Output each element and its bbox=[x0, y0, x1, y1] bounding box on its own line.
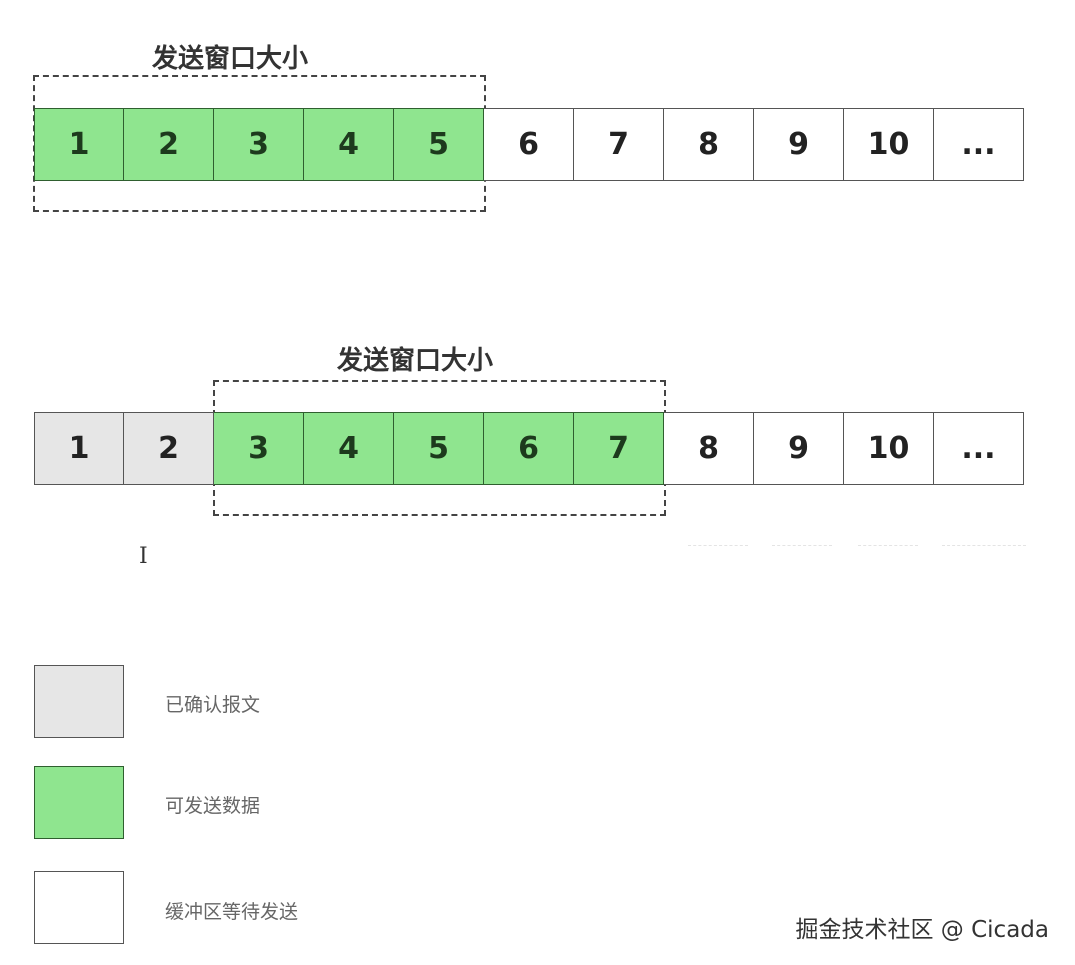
legend-label-acked: 已确认报文 bbox=[165, 694, 261, 716]
faint-dash bbox=[942, 545, 1026, 546]
faint-dash bbox=[858, 545, 918, 546]
watermark: 掘金技术社区 @ Cicada bbox=[795, 917, 1049, 943]
segment-cell-waiting: 9 bbox=[754, 412, 844, 485]
segment-cell-waiting: ... bbox=[934, 108, 1024, 181]
segment-cell-sendable: 6 bbox=[484, 412, 574, 485]
segment-cell-sendable: 4 bbox=[304, 412, 394, 485]
segment-cell-sendable: 5 bbox=[394, 108, 484, 181]
segment-cell-waiting: 7 bbox=[574, 108, 664, 181]
segment-cell-waiting: 6 bbox=[484, 108, 574, 181]
segment-cell-sendable: 3 bbox=[214, 108, 304, 181]
segment-cell-sendable: 1 bbox=[34, 108, 124, 181]
faint-dash bbox=[772, 545, 832, 546]
segment-cell-sendable: 2 bbox=[124, 108, 214, 181]
legend-label-waiting: 缓冲区等待发送 bbox=[165, 901, 299, 923]
legend-label-sendable: 可发送数据 bbox=[165, 795, 261, 817]
segment-cell-acked: 2 bbox=[124, 412, 214, 485]
segment-cell-waiting: 10 bbox=[844, 108, 934, 181]
segment-cell-sendable: 7 bbox=[574, 412, 664, 485]
segment-cell-sendable: 4 bbox=[304, 108, 394, 181]
segment-cell-sendable: 5 bbox=[394, 412, 484, 485]
segment-cell-waiting: 8 bbox=[664, 108, 754, 181]
segment-cell-waiting: ... bbox=[934, 412, 1024, 485]
segment-cell-acked: 1 bbox=[34, 412, 124, 485]
segment-cell-waiting: 8 bbox=[664, 412, 754, 485]
segment-cell-sendable: 3 bbox=[214, 412, 304, 485]
segment-cell-waiting: 9 bbox=[754, 108, 844, 181]
window-title: 发送窗口大小 bbox=[336, 346, 493, 376]
window-title: 发送窗口大小 bbox=[151, 44, 308, 74]
legend-swatch-sendable bbox=[34, 766, 124, 839]
text-cursor-icon: I bbox=[139, 544, 148, 569]
segment-cell-waiting: 10 bbox=[844, 412, 934, 485]
faint-dash bbox=[688, 545, 748, 546]
legend-swatch-waiting bbox=[34, 871, 124, 944]
legend-swatch-acked bbox=[34, 665, 124, 738]
